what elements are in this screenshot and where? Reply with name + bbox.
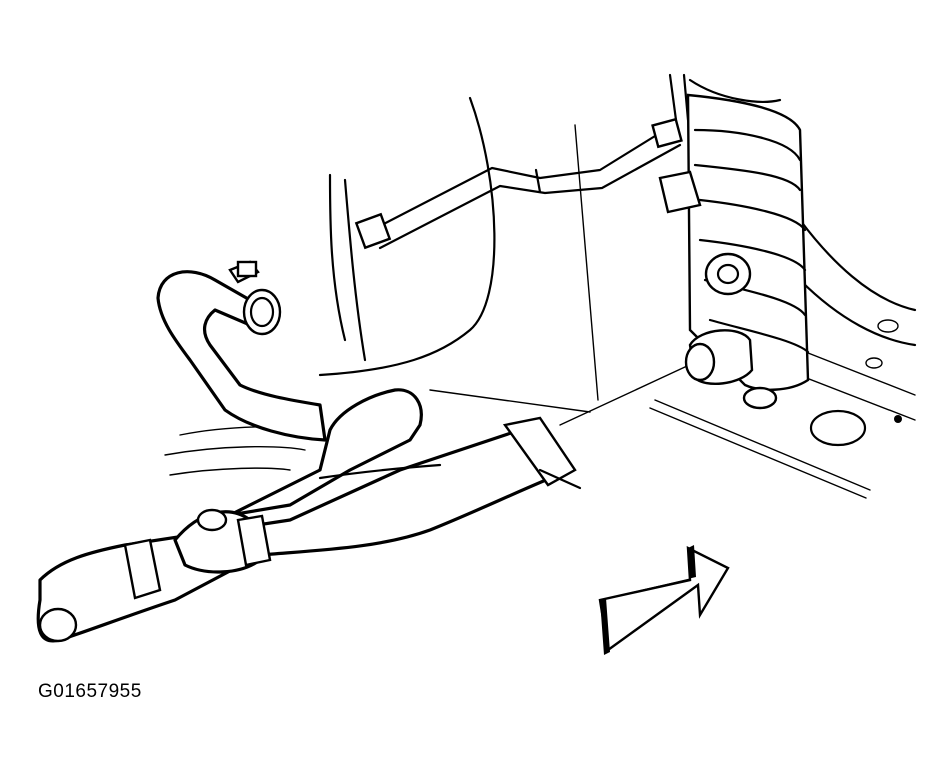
engine-block: [658, 93, 810, 410]
arrow-forward-icon: [598, 545, 730, 655]
vehicle-body-outline: [164, 73, 917, 499]
engine-hose-fitting: [559, 329, 754, 426]
heater-pipe: [354, 117, 683, 250]
upper-heater-hose: [156, 260, 327, 442]
lower-heater-hose-assembly: [36, 388, 582, 643]
figure-reference-code: G01657955: [38, 681, 142, 702]
